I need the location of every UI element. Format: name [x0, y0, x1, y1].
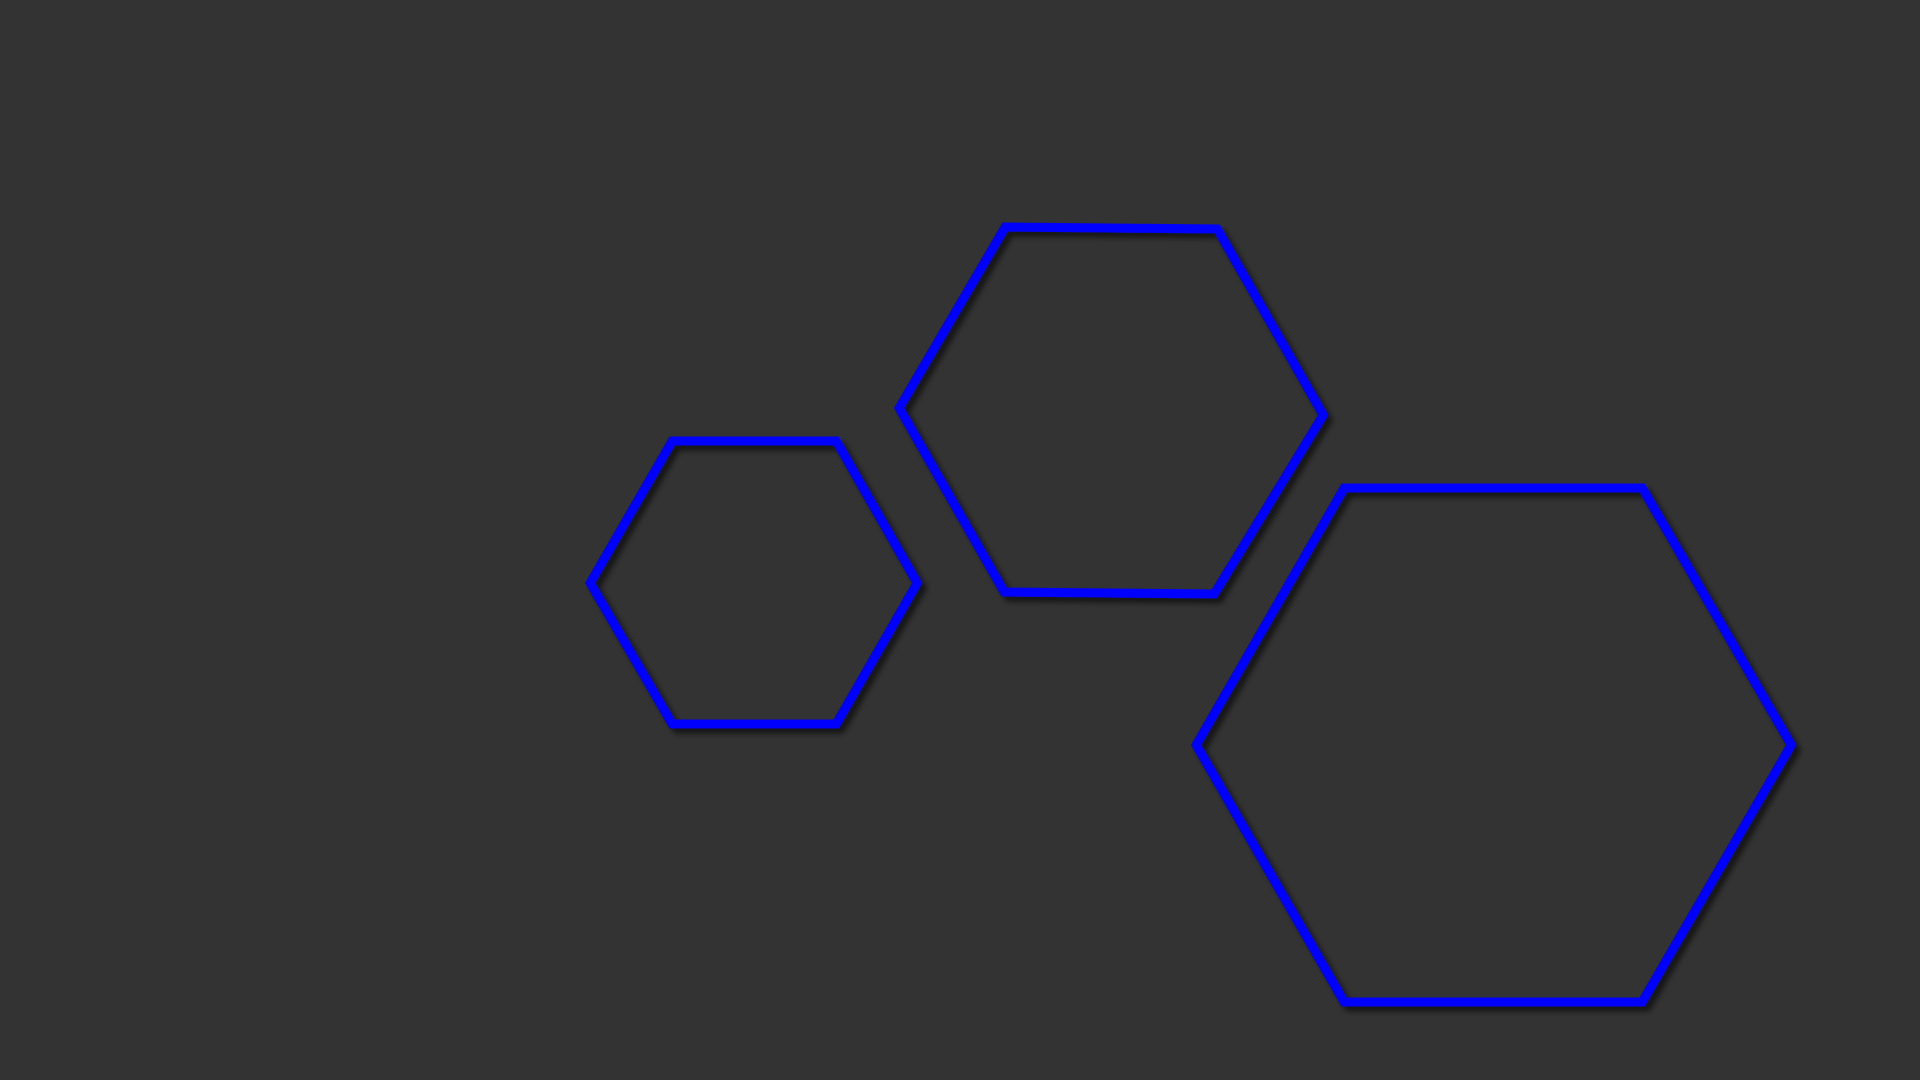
hexagon-large [1190, 483, 1797, 1007]
hexagon-medium [893, 222, 1329, 599]
hexagon-small [584, 436, 923, 729]
